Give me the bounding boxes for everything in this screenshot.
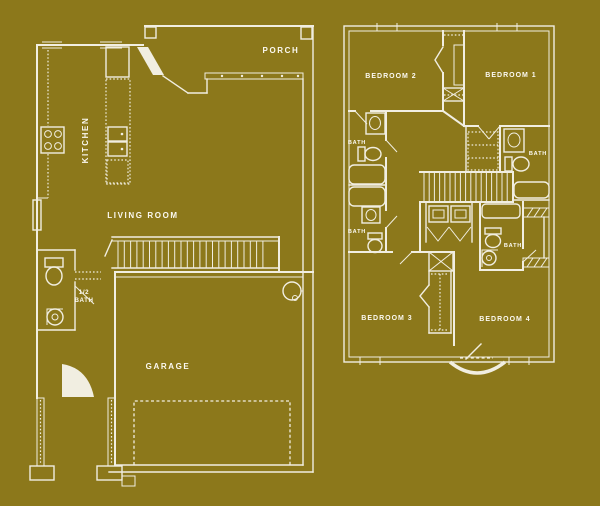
kitchen-label: KITCHEN — [81, 117, 90, 164]
linen-closet-icon — [465, 125, 499, 173]
bathtub-icon — [513, 181, 550, 199]
laundry-closet — [425, 201, 473, 243]
garage-door-icon — [133, 400, 291, 465]
hall-door-swing-icon — [62, 364, 94, 397]
bath-shared-label: BATH — [504, 243, 522, 249]
stair-treads — [117, 241, 264, 268]
second-floor-plan: BEDROOM 2 BEDROOM 1 BEDROOM 3 BEDROOM 4 … — [343, 23, 555, 375]
stoop-pier-icon — [29, 465, 55, 481]
stair-treads — [423, 172, 508, 202]
sink-icon — [361, 206, 381, 224]
bath-bedroom2 — [348, 112, 387, 186]
stoop-pier-icon — [96, 465, 123, 481]
bath-shared — [479, 201, 537, 271]
toilet-icon — [357, 146, 382, 162]
porch-post-icon — [300, 26, 313, 40]
refrigerator-icon — [105, 46, 130, 78]
bedroom3-closet-icon — [419, 251, 454, 334]
living-room-label: LIVING ROOM — [107, 211, 178, 220]
bifold-door-icon — [426, 226, 450, 242]
stove-icon — [40, 126, 65, 154]
kitchen-island — [105, 46, 131, 185]
bifold-door-icon — [448, 226, 472, 242]
porch — [144, 25, 314, 94]
half-bath-label-line1: 1/2 — [79, 289, 89, 296]
bedroom4-entry — [448, 343, 507, 375]
entry-arch-icon — [448, 360, 507, 375]
left-wall-window-icon — [32, 199, 42, 231]
water-heater-icon — [282, 281, 303, 301]
first-floor-stairs-icon — [104, 236, 280, 273]
double-sink-icon — [107, 126, 128, 157]
porch-label: PORCH — [263, 46, 300, 55]
bedroom-4-label: BEDROOM 4 — [479, 316, 530, 323]
x-box-closet-icon — [428, 251, 454, 272]
toilet-icon — [44, 257, 64, 286]
bathtub-icon — [348, 186, 386, 207]
washer-icon — [428, 205, 449, 223]
bedroom-3-label: BEDROOM 3 — [361, 315, 412, 322]
bath-bedroom1 — [499, 125, 550, 201]
x-box-closet-icon — [442, 87, 465, 102]
toilet-icon — [484, 227, 502, 249]
bathtub-icon — [348, 164, 386, 185]
bedroom-1-label: BEDROOM 1 — [485, 72, 536, 79]
sink-icon — [503, 128, 525, 153]
garage-label: GARAGE — [146, 362, 191, 371]
second-floor-stairs-icon — [419, 171, 514, 203]
sink-icon — [46, 308, 64, 326]
bedroom4-closet-icon — [522, 207, 550, 268]
bedroom-closet-icon — [434, 30, 465, 127]
first-floor-plan: PORCH KITCHEN LIVING ROOM 1/2 BATH GARAG… — [29, 25, 314, 487]
porch-post-icon — [144, 26, 157, 39]
bath-bedroom1-label: BATH — [529, 151, 547, 157]
toilet-icon — [367, 232, 383, 254]
porch-railing-icon — [204, 72, 304, 80]
dryer-icon — [450, 205, 471, 223]
entry-stoop — [29, 397, 136, 487]
hall-walls — [348, 109, 550, 253]
dishwasher-icon — [106, 159, 129, 184]
bedroom-2-label: BEDROOM 2 — [365, 73, 416, 80]
bathtub-icon — [481, 203, 521, 219]
half-bath-label-line2: BATH — [74, 297, 93, 304]
exterior-walls — [36, 25, 314, 473]
toilet-icon — [504, 156, 530, 172]
bath-bedroom2-label: BATH — [348, 140, 366, 146]
bath-lower-left — [348, 186, 455, 265]
front-door-icon — [137, 47, 164, 75]
kitchen-counter-icon — [37, 50, 49, 199]
sink-icon — [481, 249, 498, 267]
half-bath — [36, 249, 101, 331]
bath-lower-left-label: BATH — [348, 229, 366, 235]
sink-icon — [365, 112, 386, 135]
